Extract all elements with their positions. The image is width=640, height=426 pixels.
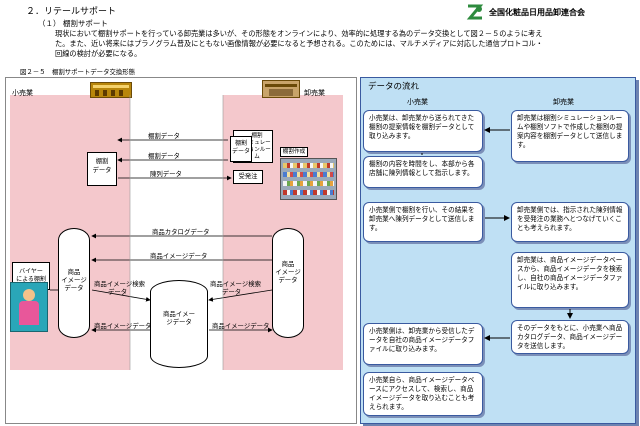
org-name: 全国化粧品日用品卸連合会 [489,8,585,17]
db-cylinder-center-label: 商品イメー ジデータ [163,310,195,326]
arrow-label: 商品イメージデータ [94,322,152,330]
db-cylinder-right-label: 商品 イメージ データ [275,260,301,284]
flow-box-3: 棚割の内容を時間をし、本部から各店舗に陳列情報として指示します。 [363,156,483,188]
db-cylinder-left [58,228,90,338]
retailer-label: 小売業 [12,89,33,97]
arrow-label: データ [108,288,128,296]
paragraph-line: 回線の検討が必要になる。 [55,49,142,58]
arrow-label: 棚割データ [148,132,180,140]
arrow-label: 商品イメージデータ [150,252,208,260]
tanawari-data-box-left: 棚割 データ [87,152,117,186]
db-cylinder-right [272,228,304,338]
arrow-label: 商品イメージ検索 [210,280,261,288]
paragraph-line: た。また、近い将来にはプラノグラム普及にともない画像情報が必要になると予想される… [55,39,543,48]
warehouse-icon [262,80,300,98]
arrow-search-right [208,289,273,302]
arrow-label: 商品イメージ検索 [94,280,145,288]
shelf-photo [280,158,337,200]
flow-col-retail: 小売業 [407,98,428,106]
flow-title: データの流れ [368,82,420,92]
arrow-label: 商品イメージデータ [212,322,270,330]
arrow-label: 棚割データ [148,152,180,160]
arrow-label: 陳列データ [150,170,182,178]
figure-frame [5,77,357,424]
simulation-room-label: 棚割 シミュレーションルーム [243,133,271,160]
arrow-label: 商品カタログデータ [152,228,210,236]
wholesaler-label: 卸売業 [304,89,325,97]
flow-box-4: 小売業側で棚割を行い、その結果を卸売業へ陳列データとして送信します。 [363,202,483,242]
flow-box-7: そのデータをもとに、小売業へ商品カタログデータ、商品イメージデータを送信します。 [511,320,629,354]
flow-box-6: 卸売業は、商品イメージデータベースから、商品イメージデータを検索し、自社の商品イ… [511,252,629,308]
db-cylinder-center [150,280,208,368]
flow-box-2: 卸売業は棚割シミュレーションルームや棚割ソフトで作成した棚割の提案内容を棚割デー… [511,110,629,162]
intro-paragraph: 現状において棚割サポートを行っている卸売業は多いが、その形態をオンラインにより、… [55,29,543,59]
logo-icon [466,3,484,21]
tanawari-sakusei-box: 棚割作成 [280,147,308,157]
db-cylinder-left-label: 商品 イメージ データ [61,268,87,292]
arrow-search-left [91,289,151,302]
flow-box-8: 小売業側は、卸売業から受信したデータを自社の商品イメージデータファイルに取り込み… [363,323,483,365]
juhatchu-box: 受発注 [233,170,263,184]
flow-box-1: 小売業は、卸売業から送られてきた棚割の提案情報を棚割データとして取り込みます。 [363,110,483,152]
tanawari-data-box-right: 棚割 データ [230,136,252,162]
flow-col-wholesale: 卸売業 [553,98,574,106]
paragraph-line: 現状において棚割サポートを行っている卸売業は多いが、その形態をオンラインにより、… [55,29,543,38]
flow-box-9: 小売業自ら、商品イメージデータベースにアクセスして、検索し、商品イメージデータを… [363,372,483,416]
retail-store-icon [90,82,132,98]
section-title: ２．リテールサポート [26,7,117,17]
subsection-title: （１） 棚割サポート [38,19,108,28]
figure-caption: 図２－５ 棚割サポートデータ交換形態 [20,68,136,76]
flow-box-5: 卸売業側では、指示された陳列情報を受発注の業務へとつなげていくことも考えられます… [511,202,629,242]
buyer-illustration [10,282,48,332]
arrow-label: データ [222,288,242,296]
